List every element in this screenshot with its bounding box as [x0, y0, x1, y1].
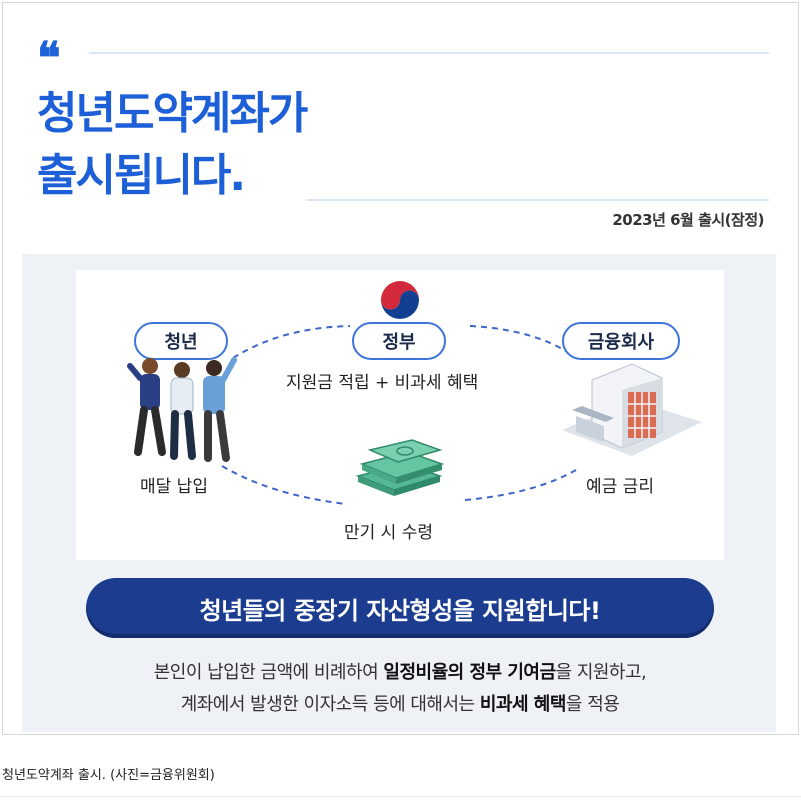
release-note: 2023년 6월 출시(잠정) — [612, 211, 764, 229]
image-caption: 청년도약계좌 출시. (사진=금융위원회) — [2, 768, 215, 783]
pill-finance: 금융회사 — [562, 322, 680, 360]
desc1-text-a: 본인이 납입한 금액에 비례하여 — [153, 662, 384, 683]
pill-government: 정부 — [352, 322, 446, 360]
desc1-emphasis: 일정비율의 정부 기여금 — [383, 662, 556, 683]
title-line-2: 출시됩니다. — [37, 150, 246, 201]
description-line-1: 본인이 납입한 금액에 비례하여 일정비율의 정부 기여금을 지원하고, — [40, 658, 760, 684]
government-benefit: 지원금 적립 + 비과세 혜택 — [286, 373, 479, 393]
finance-action: 예금 금리 — [586, 477, 654, 497]
people-illustration — [127, 357, 237, 462]
bank-building-icon — [562, 363, 702, 456]
desc1-text-c: 을 지원하고, — [555, 662, 647, 683]
desc2-text-c: 을 적용 — [565, 694, 620, 715]
bottom-divider — [0, 796, 801, 797]
support-banner: 청년들의 중장기 자산형성을 지원합니다! — [86, 578, 714, 638]
government-emblem-icon — [378, 279, 422, 323]
divider-top — [89, 52, 769, 54]
description-line-2: 계좌에서 발생한 이자소득 등에 대해서는 비과세 혜택을 적용 — [40, 690, 760, 716]
desc2-text-a: 계좌에서 발생한 이자소득 등에 대해서는 — [180, 694, 480, 715]
page-title: 청년도약계좌가 출시됩니다. — [37, 83, 417, 207]
maturity-label: 만기 시 수령 — [344, 523, 434, 543]
desc2-emphasis: 비과세 혜택 — [479, 694, 567, 715]
divider-mid — [307, 199, 769, 201]
money-stack-icon — [355, 439, 445, 496]
youth-action: 매달 납입 — [140, 477, 208, 497]
title-line-1: 청년도약계좌가 — [37, 88, 308, 139]
pill-youth: 청년 — [134, 322, 228, 360]
